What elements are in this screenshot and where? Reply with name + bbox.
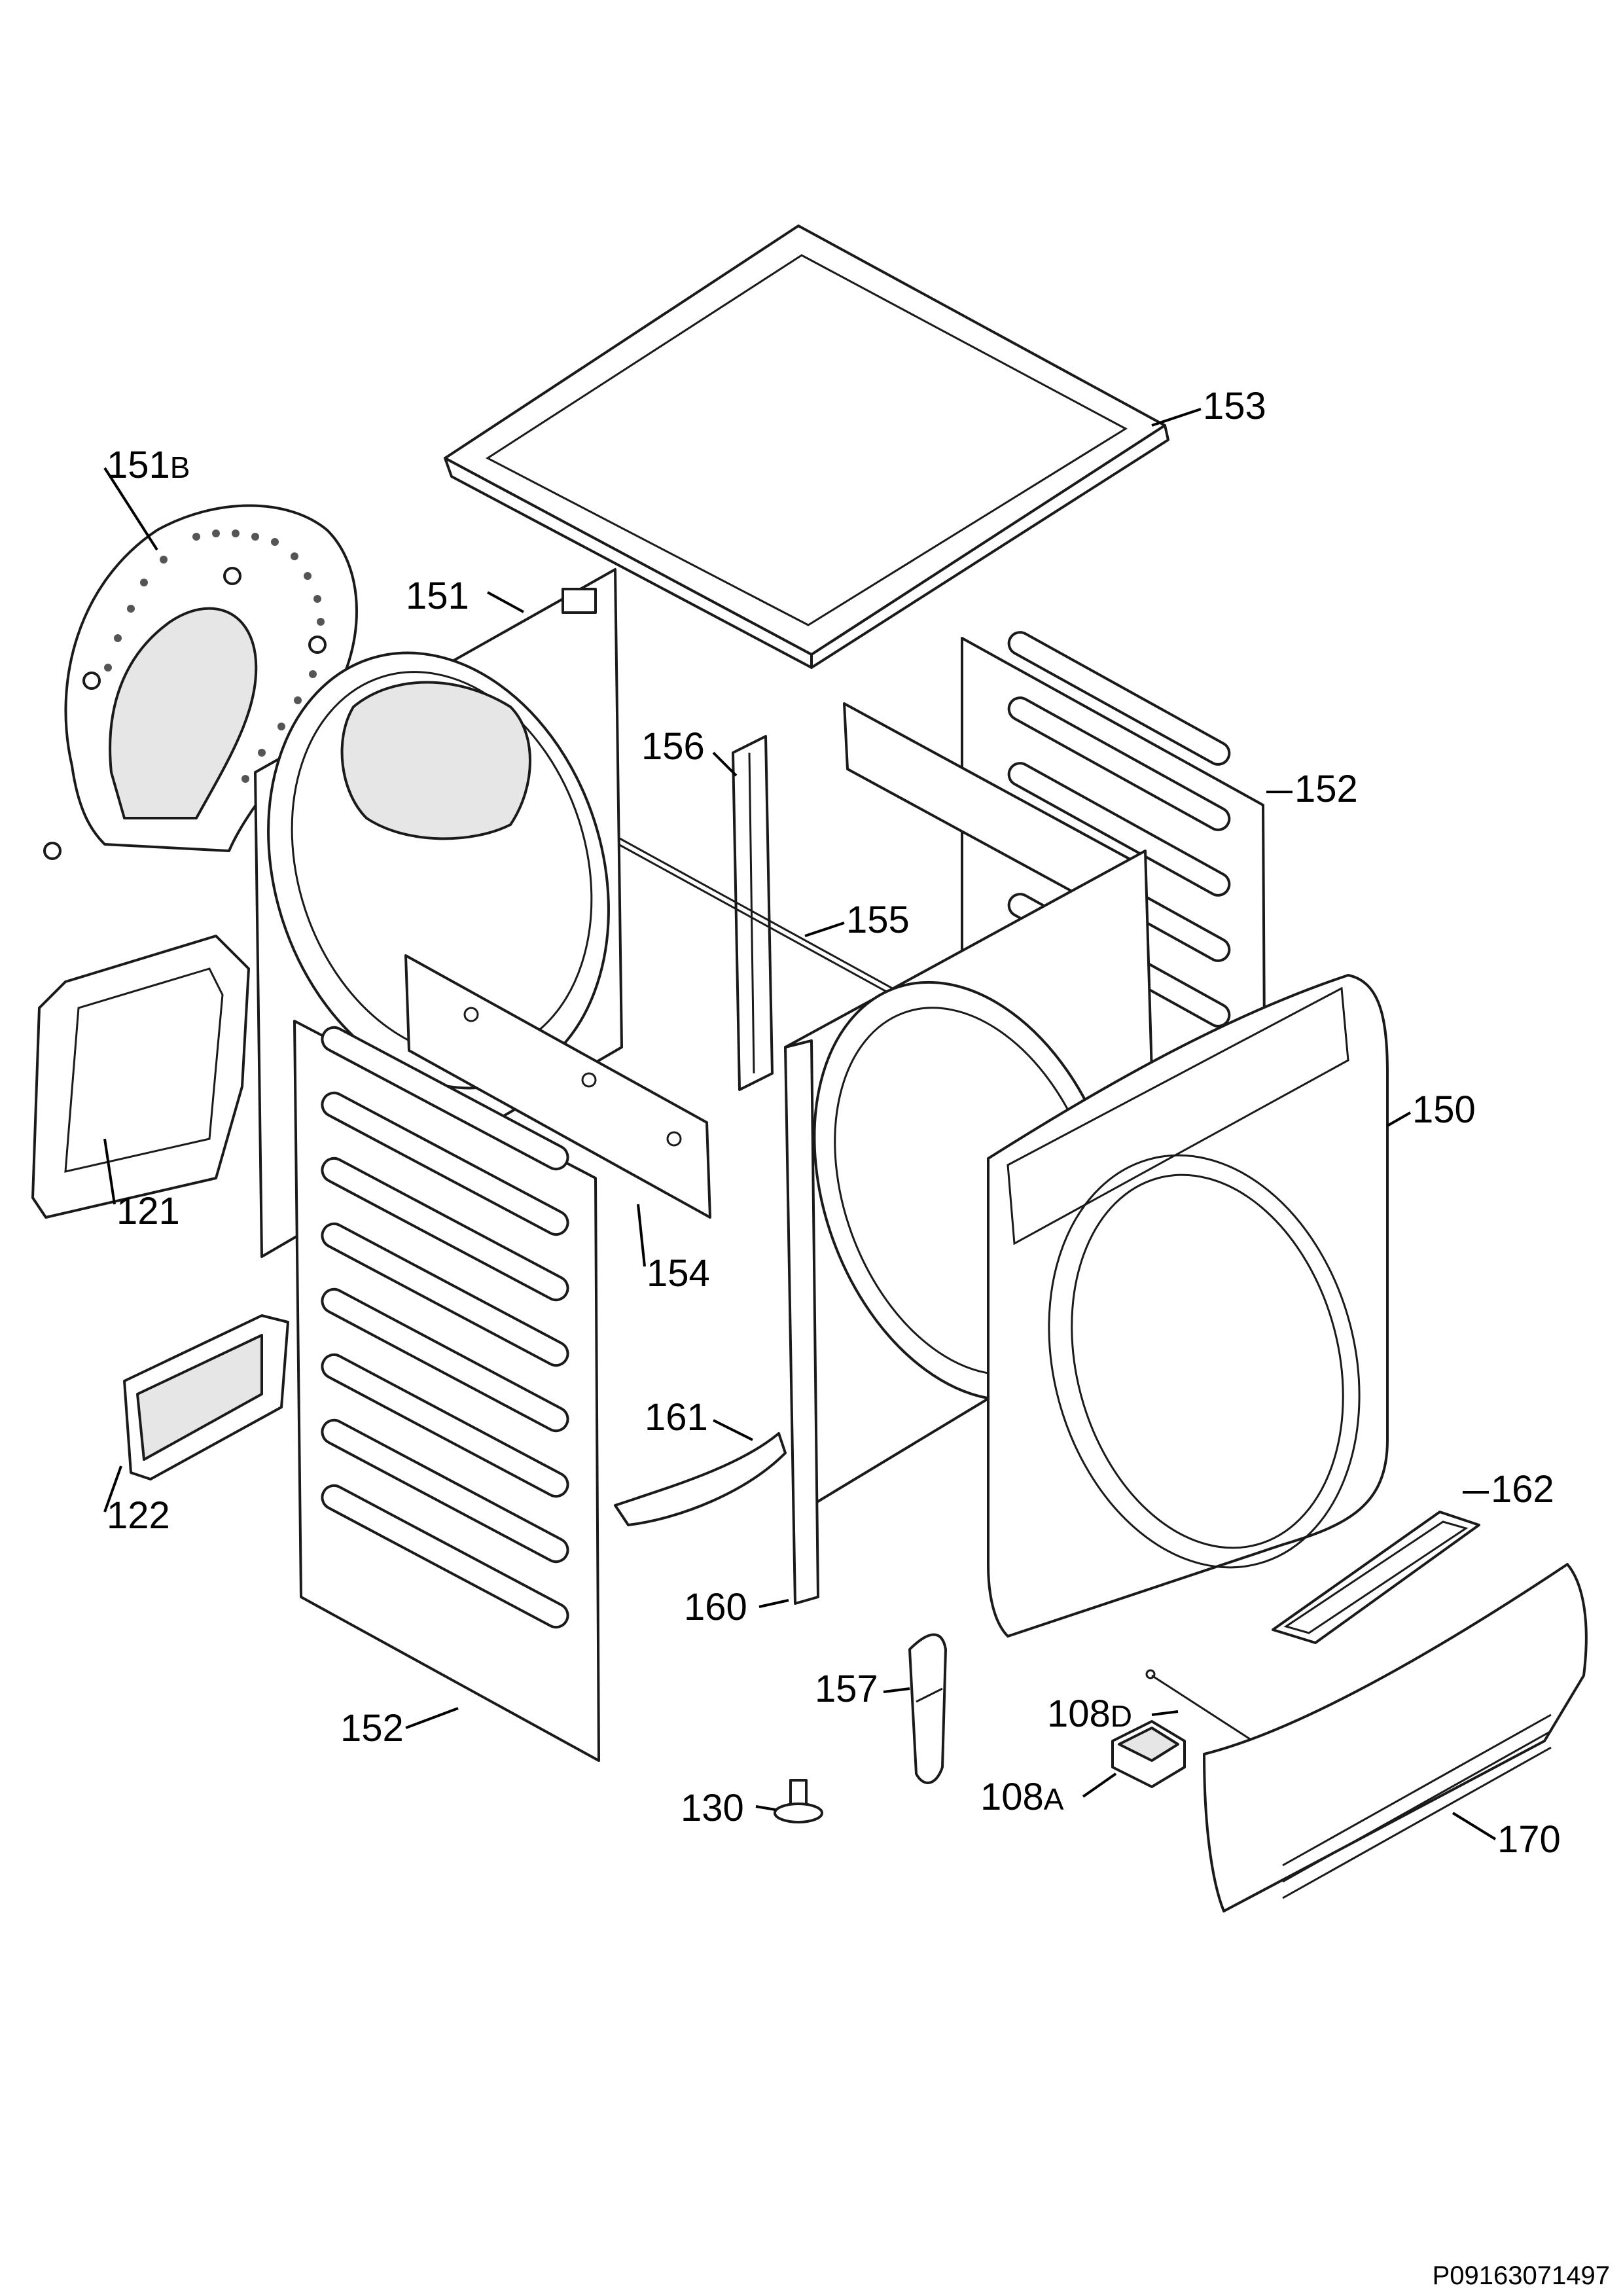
leader-130	[755, 1805, 776, 1811]
part-161-lower-bracket	[614, 1432, 787, 1526]
part-153-top-cover	[444, 224, 1169, 669]
part-152-left-side-panel	[293, 1020, 600, 1762]
leader-153	[1151, 408, 1202, 427]
leader-154	[637, 1204, 646, 1267]
leader-152-left	[405, 1707, 459, 1729]
callout-160: 160	[684, 1586, 747, 1628]
callout-162: 162	[1491, 1468, 1554, 1511]
callout-152-left: 152	[340, 1707, 404, 1749]
shield-perforation-dots	[104, 529, 325, 783]
part-130-foot	[774, 1779, 823, 1823]
callout-157: 157	[815, 1668, 878, 1710]
left-panel-ribs	[321, 1026, 569, 1629]
callout-130: 130	[681, 1787, 744, 1829]
leader-170	[1452, 1812, 1497, 1840]
callout-152-right: 152	[1294, 768, 1358, 810]
callout-156: 156	[641, 725, 705, 768]
part-170-kick-plate	[1203, 1563, 1588, 1912]
part-162-gasket	[1272, 1511, 1480, 1644]
leader-160	[758, 1599, 789, 1608]
callout-122: 122	[107, 1494, 170, 1537]
leader-155	[804, 922, 845, 937]
callout-153: 153	[1203, 385, 1266, 427]
callout-121: 121	[116, 1190, 180, 1232]
part-155-cross-bar	[618, 836, 917, 1009]
callout-151: 151	[406, 575, 469, 617]
callout-170: 170	[1497, 1818, 1561, 1861]
leader-161	[713, 1419, 753, 1441]
callout-leaders	[103, 408, 1497, 1840]
leader-157	[883, 1687, 910, 1693]
callout-151b: 151B	[107, 444, 190, 486]
leader-122	[103, 1465, 122, 1513]
callout-161: 161	[645, 1396, 708, 1439]
leader-151	[487, 591, 524, 613]
callout-108a: 108A	[980, 1776, 1064, 1818]
part-156-vertical-rail	[732, 735, 774, 1091]
callout-150: 150	[1412, 1088, 1476, 1131]
callout-108d: 108D	[1047, 1693, 1132, 1735]
part-108a-latch	[1111, 1720, 1186, 1788]
part-150-front-panel	[987, 974, 1389, 1638]
callout-labels: 153 151B 151 156 152 155 150 121 154 161…	[107, 385, 1561, 1861]
leader-121	[103, 1138, 116, 1205]
part-122-filter-tray	[123, 1314, 289, 1480]
callout-155: 155	[846, 899, 910, 941]
leader-156	[712, 751, 738, 777]
callout-154: 154	[647, 1252, 710, 1295]
leader-150	[1387, 1111, 1411, 1127]
leader-108a	[1082, 1772, 1117, 1798]
leader-108d	[1151, 1710, 1179, 1716]
part-157-side-cap	[908, 1633, 947, 1784]
leader-151b	[103, 467, 158, 551]
document-id: P09163071497	[1433, 2261, 1610, 2290]
part-121-air-duct	[31, 935, 250, 1219]
part-154-rear-brace	[404, 954, 711, 1219]
